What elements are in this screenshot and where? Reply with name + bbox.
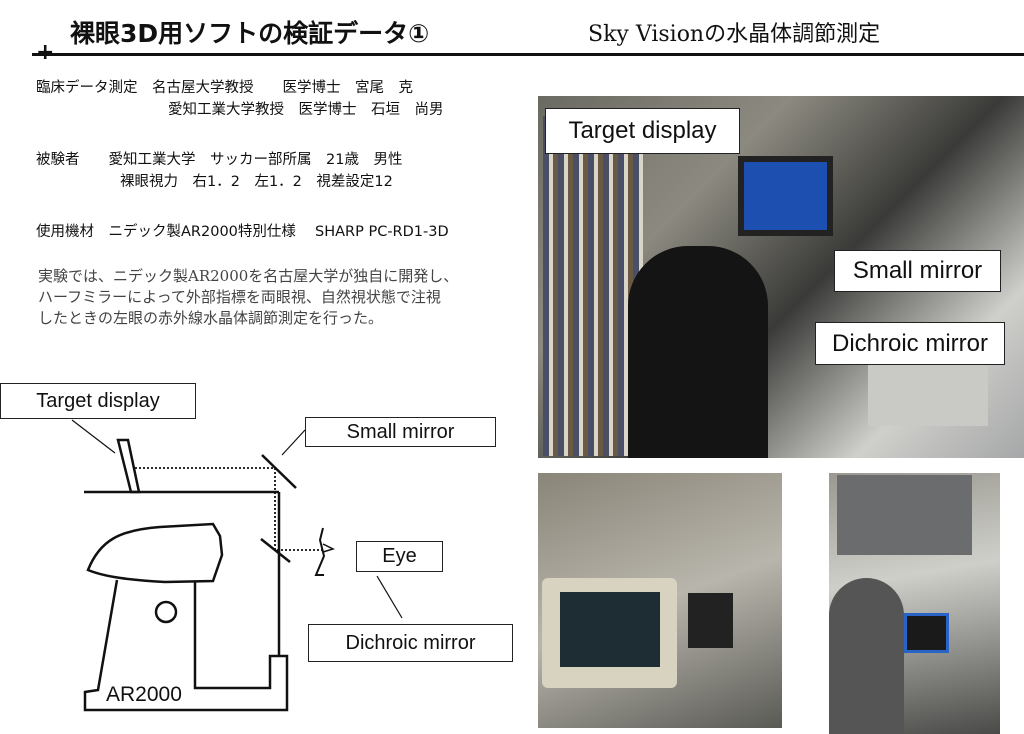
title-divider <box>32 53 1024 56</box>
plus-marker-icon: + <box>36 40 55 65</box>
info-equipment: 使用機材 ニデック製AR2000特別仕様 SHARP PC-RD1-3D <box>36 224 449 240</box>
diagram-label-eye: Eye <box>356 541 443 572</box>
crt-screen <box>560 592 660 667</box>
description-line: ハーフミラーによって外部指標を両眼視、自然視状態で注視 <box>38 288 441 306</box>
arrow-small-mirror <box>281 429 306 456</box>
crt-monitor <box>542 578 677 688</box>
info-measurement: 臨床データ測定 名古屋大学教授 医学博士 宮尾 克 <box>36 80 413 96</box>
arrow-target <box>71 419 116 454</box>
machine-knob <box>154 600 178 624</box>
arrow-eye <box>376 575 403 619</box>
photo-label-target-display: Target display <box>545 108 740 154</box>
diagram-label-dichroic-mirror: Dichroic mirror <box>308 624 513 662</box>
description: 実験では、ニデック製AR2000を名古屋大学が独自に開発し、 ハーフミラーによっ… <box>38 266 458 329</box>
photo-label-small-mirror: Small mirror <box>834 250 1001 292</box>
slide-subtitle: Sky Visionの水晶体調節測定 <box>588 22 881 47</box>
face-profile <box>314 527 326 576</box>
description-line: 実験では、ニデック製AR2000を名古屋大学が独自に開発し、 <box>38 267 459 285</box>
info-vision: 裸眼視力 右1．2 左1．2 視差設定12 <box>120 174 393 190</box>
light-path <box>135 467 325 551</box>
eye-shape <box>322 543 336 553</box>
machine-body <box>83 579 289 712</box>
diagram-label-small-mirror: Small mirror <box>305 417 496 447</box>
photo-label-dichroic-mirror: Dichroic mirror <box>815 322 1005 365</box>
operator-person <box>829 578 904 734</box>
target-display-shape <box>116 438 141 494</box>
info-measurement-2: 愛知工業大学教授 医学博士 石垣 尚男 <box>168 102 444 118</box>
diagram-label-target-display: Target display <box>0 383 196 419</box>
lab-photo-monitor <box>538 473 782 728</box>
small-mirror-shape <box>261 454 297 489</box>
info-subject: 被験者 愛知工業大学 サッカー部所属 21歳 男性 <box>36 152 403 168</box>
description-line: したときの左眼の赤外線水晶体調節測定を行った。 <box>38 309 384 327</box>
laptop <box>837 475 972 555</box>
lab-photo-operator <box>829 473 1000 734</box>
dichroic-mirror-shape <box>260 538 291 563</box>
machine-head <box>86 522 224 584</box>
ar2000-screen <box>688 593 733 648</box>
ar2000-display <box>904 613 949 653</box>
subject-person <box>628 246 768 458</box>
diagram-label-ar2000: AR2000 <box>106 683 182 706</box>
apparatus-diagram <box>71 419 403 712</box>
bookshelf <box>543 116 643 456</box>
slide-title: 裸眼3D用ソフトの検証データ① <box>70 19 430 48</box>
target-monitor <box>738 156 833 236</box>
